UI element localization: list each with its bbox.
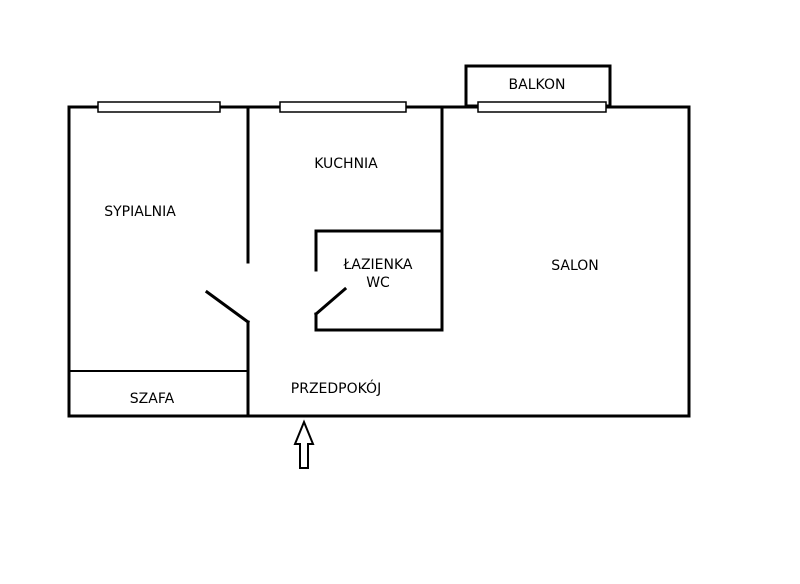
window-bedroom bbox=[97, 101, 221, 113]
door-bathroom bbox=[313, 286, 348, 317]
window-kitchen bbox=[279, 101, 407, 113]
door-bedroom bbox=[204, 289, 251, 325]
label-sypialnia: SYPIALNIA bbox=[104, 204, 176, 220]
label-szafa: SZAFA bbox=[130, 391, 175, 407]
label-wc: WC bbox=[366, 275, 390, 291]
label-salon: SALON bbox=[551, 258, 599, 274]
label-balkon: BALKON bbox=[509, 77, 566, 93]
entrance-arrow-icon bbox=[293, 419, 315, 469]
window-balcony bbox=[477, 101, 607, 113]
label-kuchnia: KUCHNIA bbox=[314, 156, 378, 172]
label-przedpokoj: PRZEDPOKÓJ bbox=[291, 379, 381, 397]
label-lazienka: ŁAZIENKA bbox=[343, 257, 413, 273]
